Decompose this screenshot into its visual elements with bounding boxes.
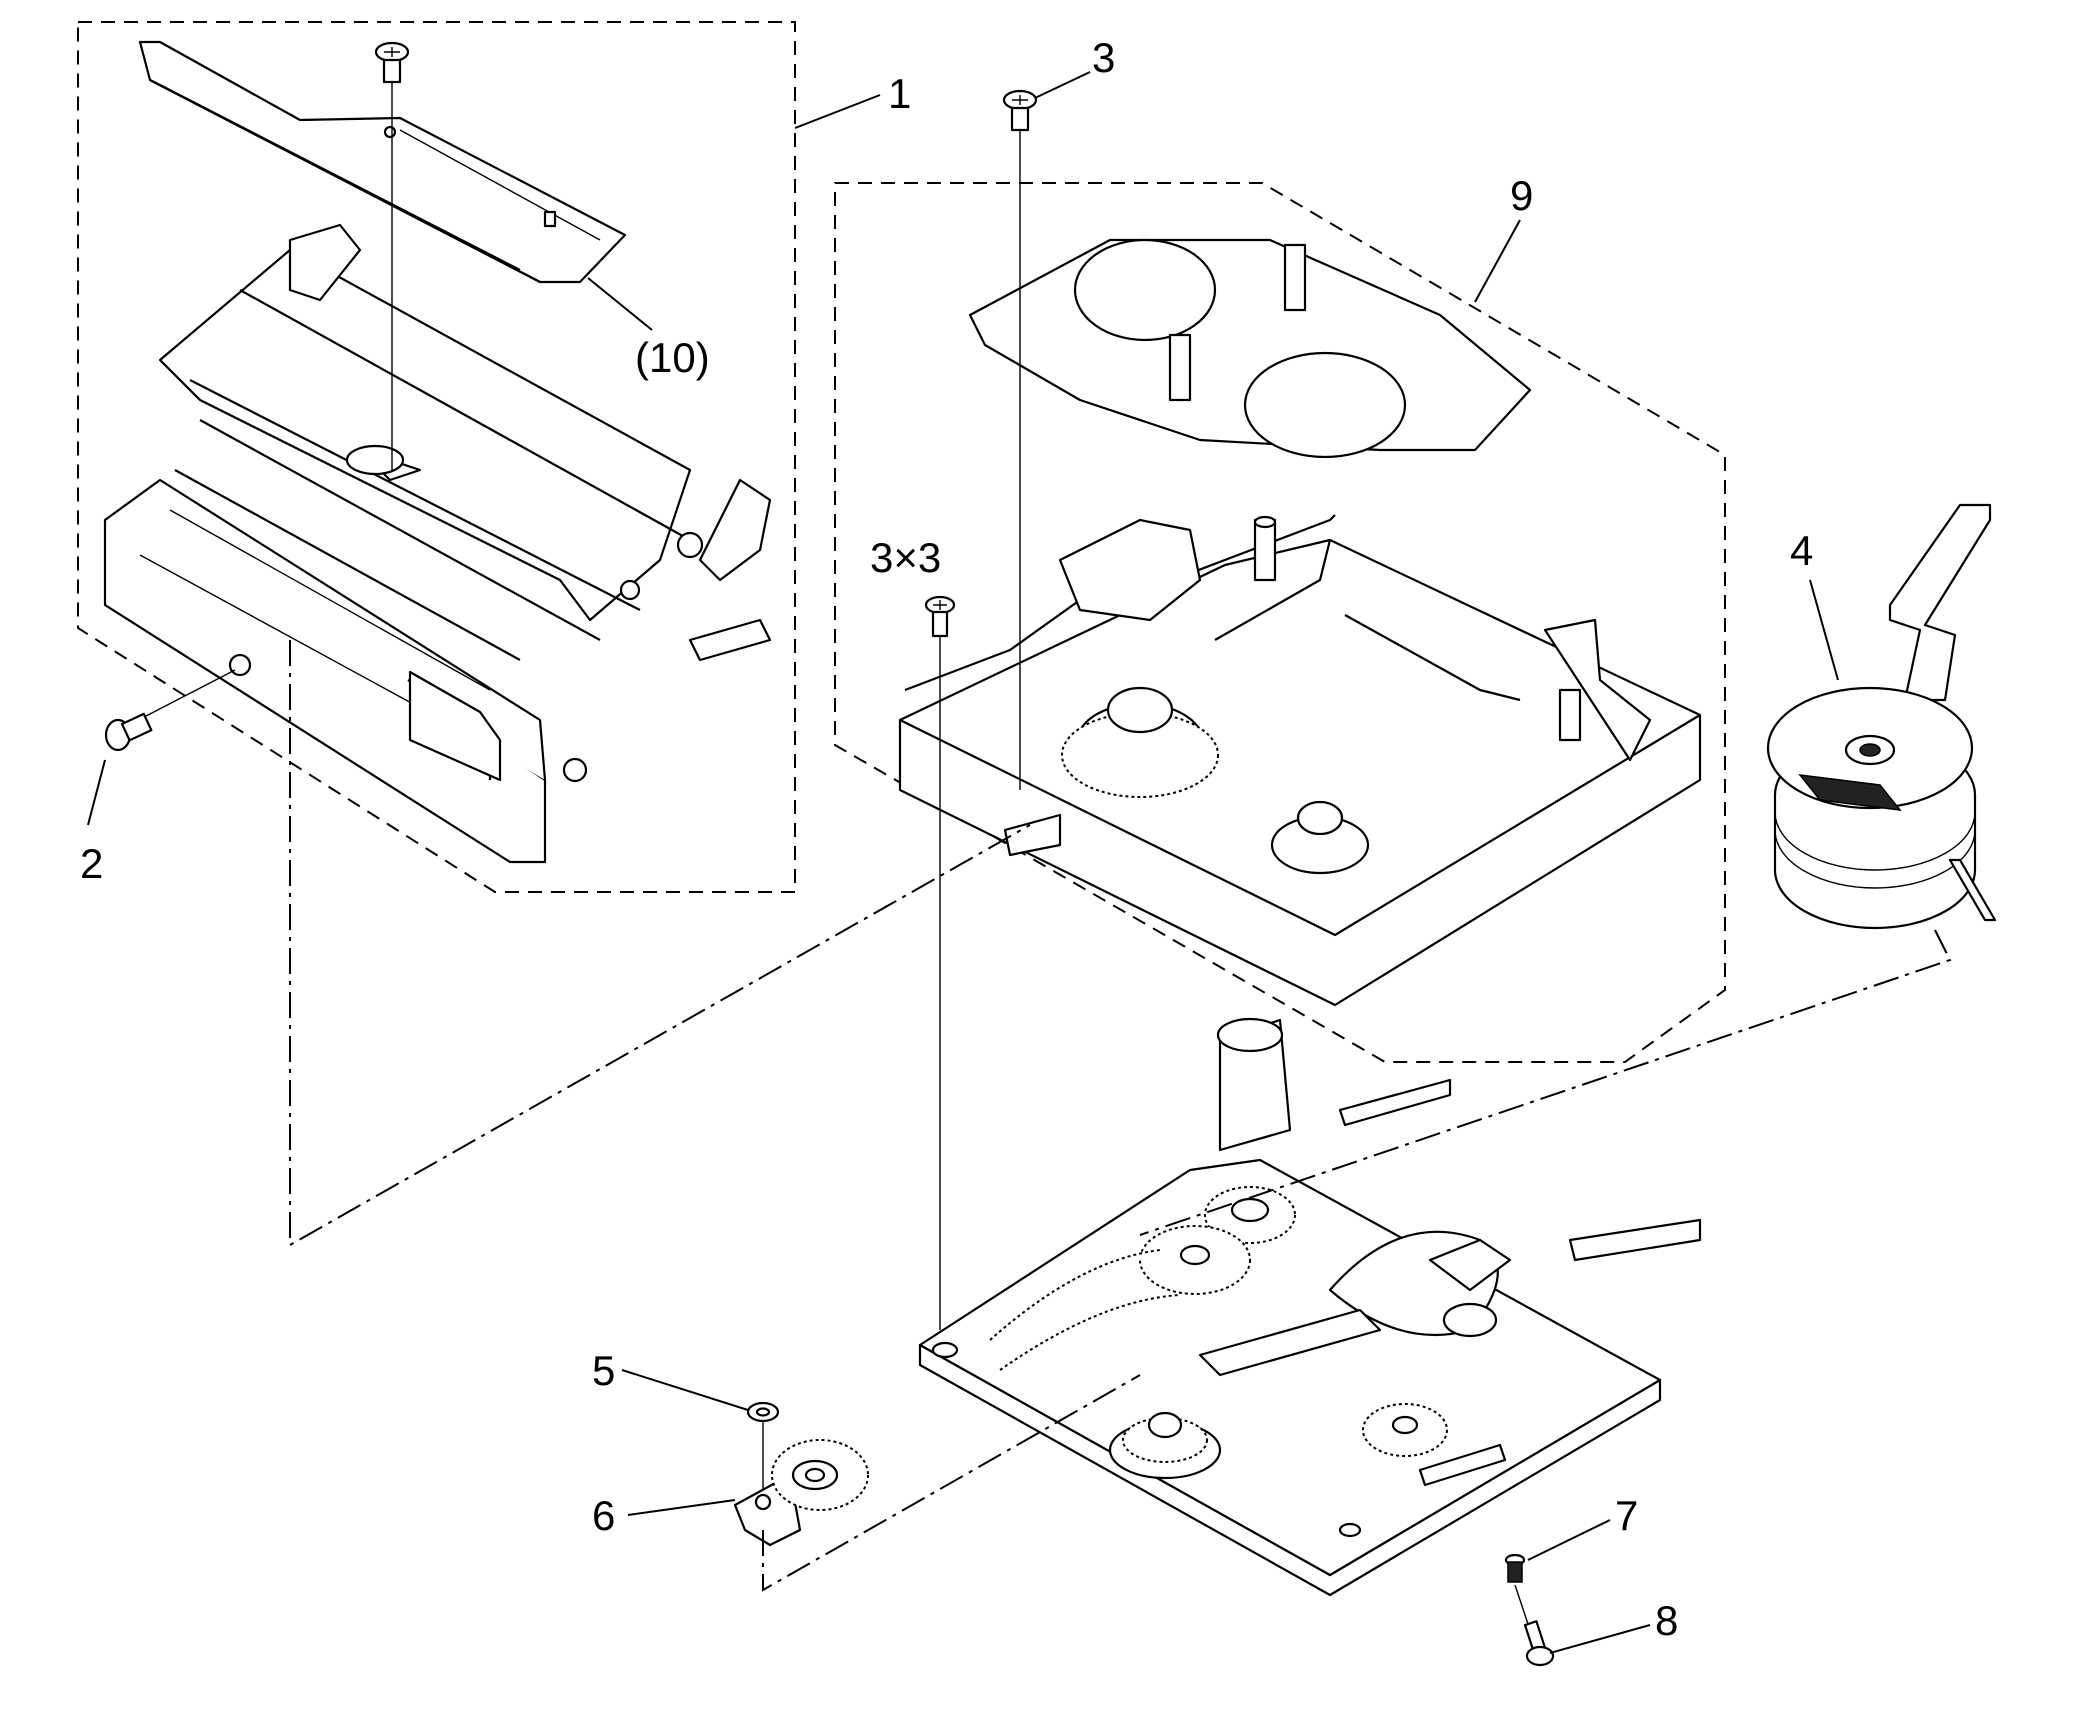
callout-7: 7 — [1615, 1492, 1638, 1539]
washer-part-5 — [746, 1401, 780, 1490]
drum-assembly-part-4 — [1766, 503, 1997, 930]
leader-2 — [87, 759, 106, 826]
main-mechanism-deck — [918, 1017, 1702, 1597]
assembly-1-boundary — [77, 21, 796, 893]
callout-4: 4 — [1790, 527, 1813, 574]
screw-part-8 — [1514, 1584, 1555, 1667]
screw-part-2 — [104, 669, 236, 752]
leader-10 — [587, 277, 653, 331]
leader-1 — [794, 94, 881, 129]
screw-part-3 — [1002, 89, 1038, 790]
connection-line-b — [1139, 929, 1952, 1236]
upper-chassis-part-9 — [898, 238, 1702, 1007]
leader-9 — [1474, 219, 1521, 303]
leader-5 — [621, 1369, 749, 1411]
screw-on-cover — [374, 41, 410, 470]
callout-3x3: 3×3 — [870, 534, 941, 581]
callout-6: 6 — [592, 1492, 615, 1539]
cassette-compartment-part-1 — [103, 223, 772, 864]
connection-line-a — [289, 640, 1031, 1247]
leader-8 — [1549, 1624, 1651, 1654]
cover-plate-part-10 — [138, 40, 627, 284]
leader-7 — [1527, 1519, 1611, 1561]
callout-5: 5 — [592, 1347, 615, 1394]
leader-6 — [627, 1499, 736, 1516]
leader-4 — [1809, 579, 1839, 681]
callout-1: 1 — [888, 70, 911, 117]
callout-3: 3 — [1092, 34, 1115, 81]
callout-2: 2 — [80, 840, 103, 887]
callout-9: 9 — [1510, 172, 1533, 219]
leader-3 — [1034, 71, 1091, 99]
connection-line-c — [762, 1374, 1141, 1592]
assembly-9-boundary — [834, 182, 1726, 1063]
gear-part-6 — [733, 1439, 869, 1547]
callout-8: 8 — [1655, 1597, 1678, 1644]
screw-part-3x3 — [924, 595, 956, 1330]
spring-part-7 — [1504, 1553, 1526, 1583]
callout-10: (10) — [635, 334, 710, 381]
